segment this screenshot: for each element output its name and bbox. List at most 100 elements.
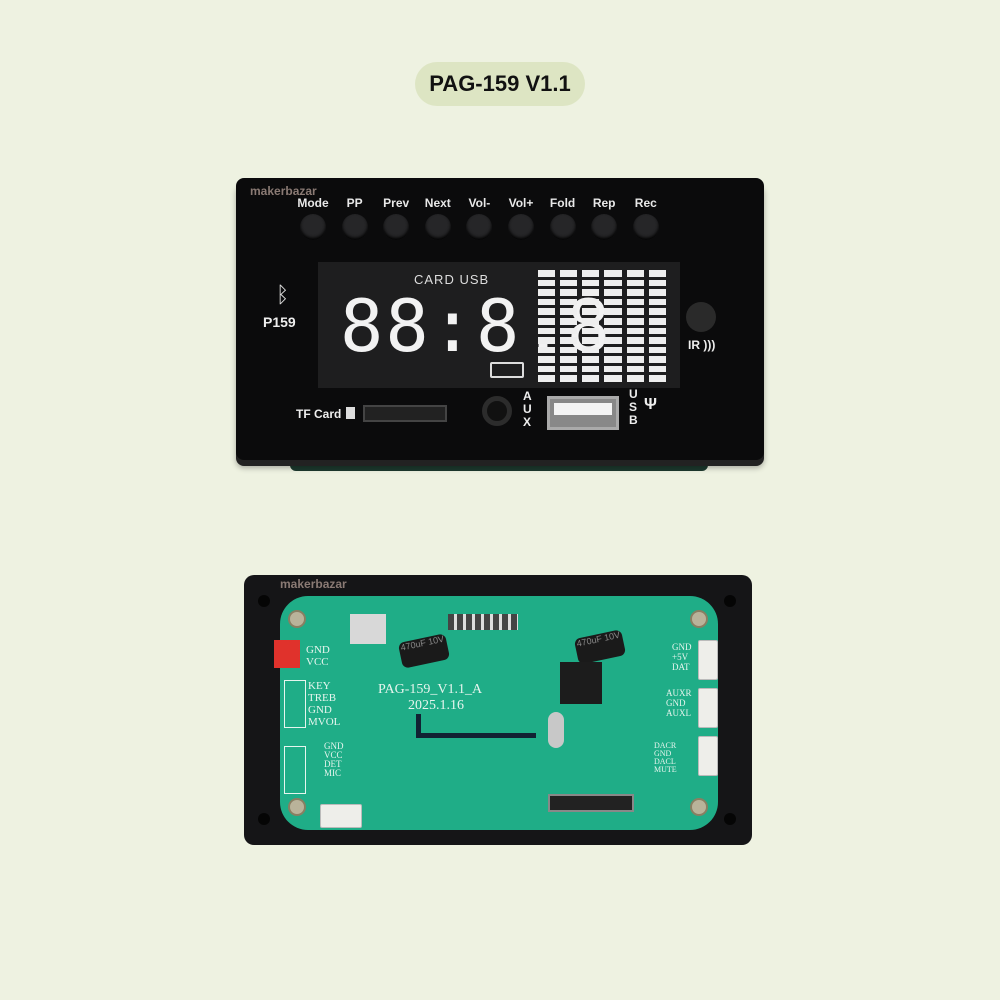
spectrum-segment xyxy=(648,346,666,354)
display-indicators: CARD USB xyxy=(414,272,490,287)
pin-label: GND xyxy=(654,749,672,758)
spectrum-segment xyxy=(560,346,578,354)
spectrum-segment xyxy=(560,279,578,287)
spectrum-segment xyxy=(604,289,622,296)
right-connector-bot[interactable] xyxy=(698,736,718,776)
right-connector-top[interactable] xyxy=(698,640,718,680)
usb-label: USB xyxy=(629,387,638,427)
button-label-prev: Prev xyxy=(383,196,410,210)
power-connector[interactable] xyxy=(274,640,300,668)
bottom-connector[interactable] xyxy=(320,804,362,828)
button-next[interactable] xyxy=(424,214,451,240)
pin-label: DACR xyxy=(654,741,677,750)
battery-icon xyxy=(490,362,524,378)
spectrum-segment xyxy=(604,375,622,382)
button-prev[interactable] xyxy=(383,214,410,240)
pin-label: AUXR xyxy=(666,688,692,698)
regulator-chip xyxy=(350,614,386,644)
screw xyxy=(288,798,306,816)
pin-label: GND xyxy=(308,704,332,716)
button-rec[interactable] xyxy=(632,214,659,240)
spectrum-segment xyxy=(582,308,600,315)
capacitor: 470uF 10V xyxy=(397,633,451,669)
tf-card-label: TF Card xyxy=(296,407,342,421)
spectrum-segment xyxy=(626,308,644,315)
usb-icon: Ψ xyxy=(644,396,657,413)
pin-label: GND xyxy=(324,741,344,751)
spectrum-segment xyxy=(560,270,578,277)
spectrum-segment xyxy=(626,270,644,277)
main-ic xyxy=(560,662,602,704)
spectrum-segment xyxy=(538,289,556,296)
right-connector-mid[interactable] xyxy=(698,688,718,728)
button-mode[interactable] xyxy=(300,214,326,240)
spectrum-segment xyxy=(626,346,644,354)
spectrum-segment xyxy=(648,337,666,344)
button-vol-plus[interactable] xyxy=(508,214,534,240)
spectrum-segment xyxy=(582,317,600,325)
model-label: P159 xyxy=(263,314,296,330)
spectrum-segment xyxy=(604,298,622,306)
ir-text: IR xyxy=(688,338,700,352)
antenna-trace xyxy=(416,714,536,738)
board-date: 2025.1.16 xyxy=(408,698,464,713)
spectrum-segment xyxy=(626,298,644,306)
pin-label: KEY xyxy=(308,680,331,692)
spectrum-segment xyxy=(560,356,578,363)
watermark-logo-rear: makerbazar xyxy=(280,577,347,591)
spectrum-segment xyxy=(538,298,556,306)
button-label-rep: Rep xyxy=(592,196,616,210)
aux-label: AUX xyxy=(523,389,532,429)
spectrum-segment xyxy=(604,327,622,335)
button-rep[interactable] xyxy=(591,214,618,240)
pin-label: DAT xyxy=(672,662,690,672)
button-vol-minus[interactable] xyxy=(466,214,493,240)
spectrum-segment xyxy=(604,337,622,344)
ir-receiver xyxy=(686,302,716,332)
aux-jack[interactable] xyxy=(482,396,512,426)
spectrum-segment xyxy=(538,308,556,315)
button-label-fold: Fold xyxy=(549,196,576,210)
button-label-pp: PP xyxy=(346,196,363,210)
crystal xyxy=(548,712,564,748)
sd-card-icon xyxy=(346,407,355,419)
spectrum-segment xyxy=(582,375,600,382)
tf-card-slot[interactable] xyxy=(363,405,447,422)
spectrum-segment xyxy=(604,346,622,354)
spectrum-segment xyxy=(626,279,644,287)
spectrum-segment xyxy=(560,327,578,335)
spectrum-segment xyxy=(560,317,578,325)
resistor-array xyxy=(448,614,518,630)
spectrum-segment xyxy=(604,279,622,287)
pin-label: MVOL xyxy=(308,716,341,728)
key-header[interactable] xyxy=(284,680,306,728)
mic-header[interactable] xyxy=(284,746,306,794)
ir-label: IR ))) xyxy=(688,338,715,352)
button-fold[interactable] xyxy=(549,214,576,240)
spectrum-segment xyxy=(648,270,666,277)
usb-port[interactable] xyxy=(547,396,619,430)
spectrum-segment xyxy=(538,279,556,287)
spectrum-segment xyxy=(604,308,622,315)
ir-signal-icon: ))) xyxy=(703,338,716,352)
spectrum-segment xyxy=(582,346,600,354)
spectrum-segment xyxy=(582,279,600,287)
pin-label: MIC xyxy=(324,768,342,778)
spectrum-segment xyxy=(604,270,622,277)
spectrum-segment xyxy=(538,337,556,344)
button-pp[interactable] xyxy=(341,214,368,240)
spectrum-segment xyxy=(560,337,578,344)
pin-label: +5V xyxy=(672,652,689,662)
spectrum-segment xyxy=(648,375,666,382)
button-label-volplus: Vol+ xyxy=(508,196,534,210)
mount-hole xyxy=(258,595,270,607)
pin-label: VCC xyxy=(324,750,343,760)
screw xyxy=(288,610,306,628)
spectrum-segment xyxy=(626,337,644,344)
product-title-badge: PAG-159 V1.1 xyxy=(415,62,585,106)
